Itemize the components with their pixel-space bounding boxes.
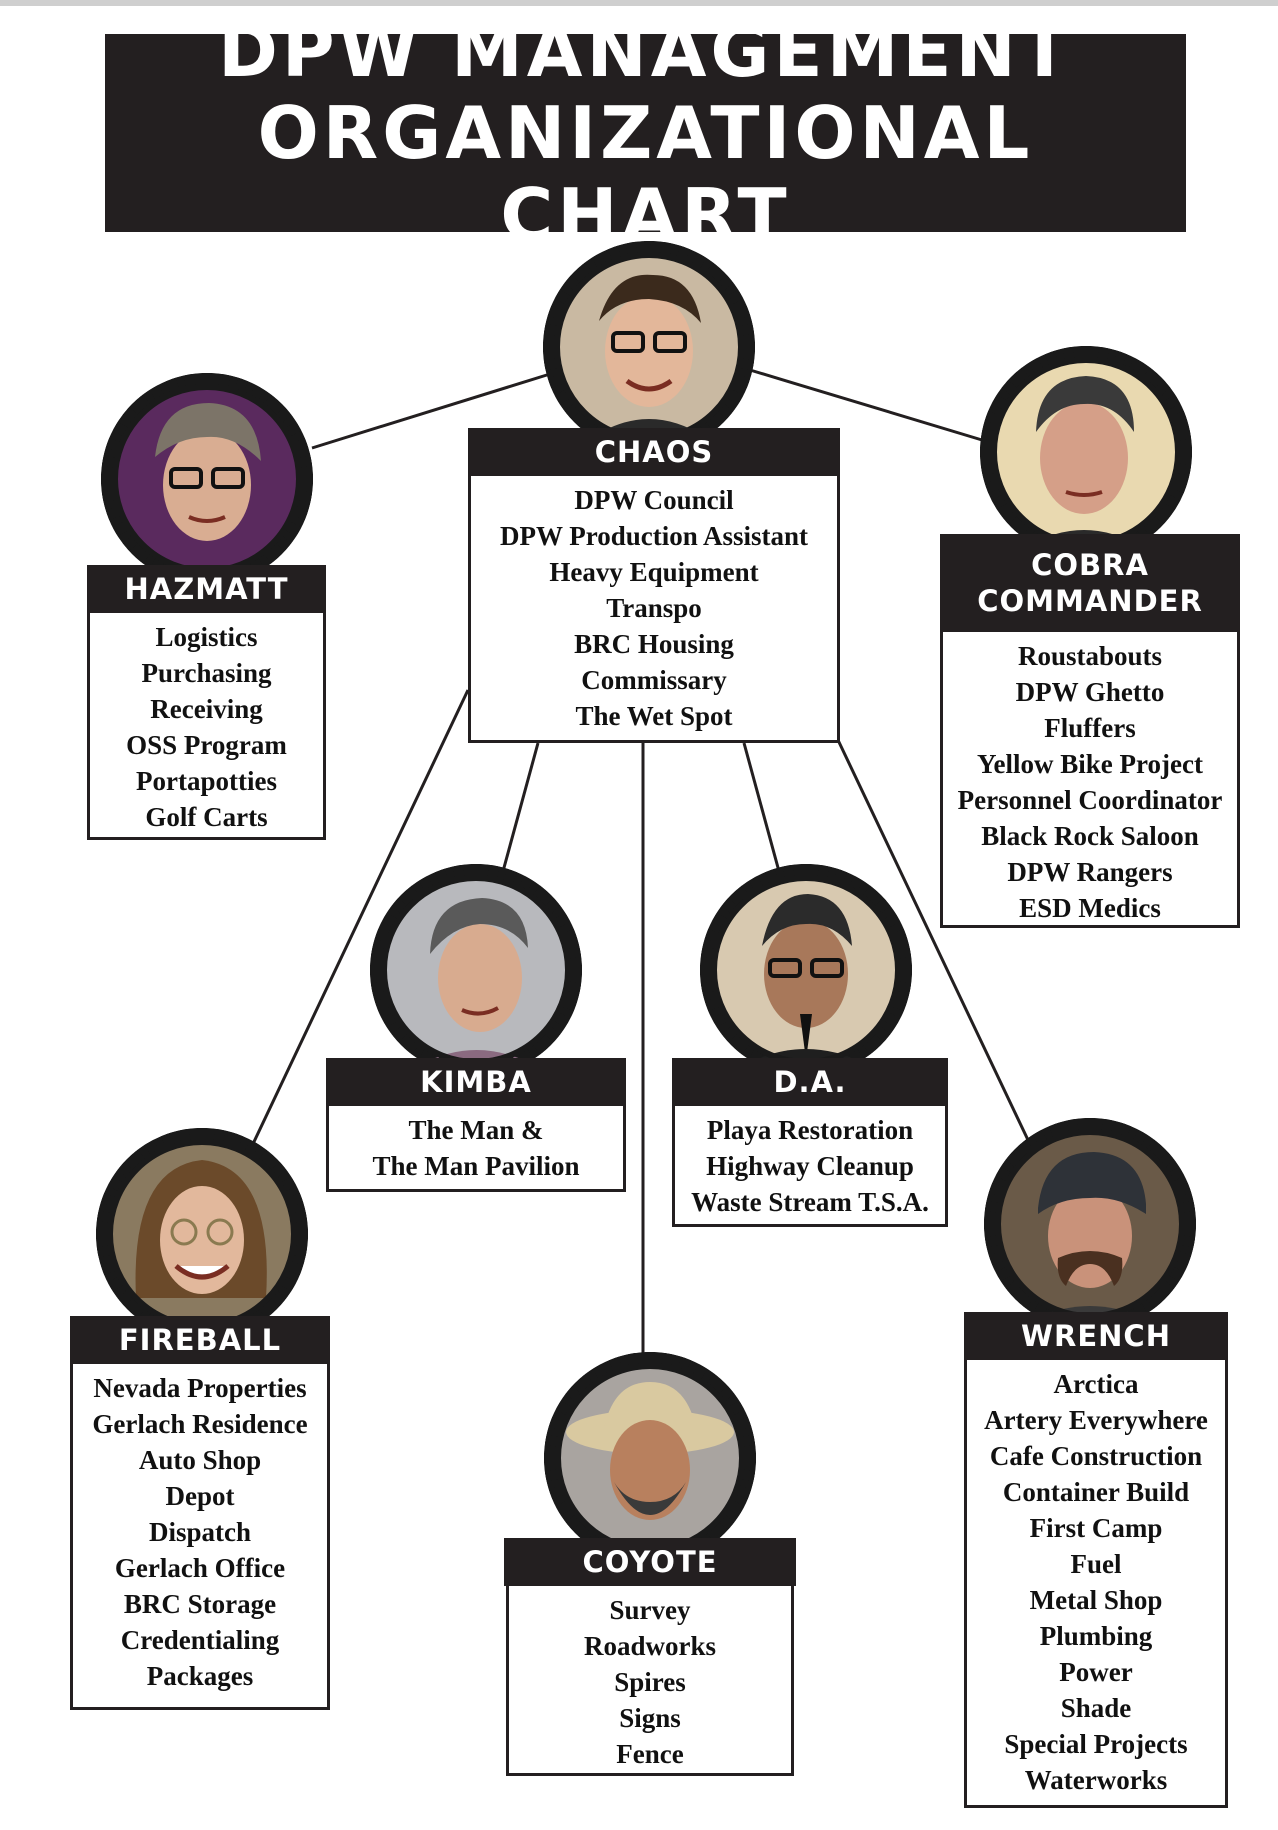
list-item: Waste Stream T.S.A. [691, 1187, 929, 1217]
list-item: Auto Shop [138, 1445, 262, 1475]
list-item: Gerlach Office [114, 1553, 286, 1583]
list-item: Power [1059, 1657, 1133, 1687]
top-edge [0, 0, 1278, 6]
list-item: Fence [616, 1739, 684, 1769]
list-item: Shade [1060, 1693, 1132, 1723]
list-item: Fuel [1070, 1549, 1122, 1579]
link-chaos-kimba [500, 742, 540, 876]
list-item: DPW Rangers [1007, 857, 1173, 887]
chaos-photo [543, 241, 755, 453]
list-item: Purchasing [141, 658, 272, 688]
hazmatt-photo [101, 373, 313, 585]
list-item: Personnel Coordinator [957, 785, 1223, 815]
list-item: Cafe Construction [989, 1441, 1203, 1471]
list-item: The Man & [408, 1115, 544, 1145]
list-item: Heavy Equipment [549, 557, 759, 587]
list-item: Highway Cleanup [706, 1151, 914, 1181]
fireball-name: FIREBALL [70, 1316, 330, 1364]
da-photo [700, 864, 912, 1076]
list-item: Credentialing [120, 1625, 280, 1655]
list-item: Artery Everywhere [984, 1405, 1208, 1435]
wrench-name: WRENCH [964, 1312, 1228, 1360]
list-item: Logistics [155, 622, 258, 652]
hazmatt-name: HAZMATT [87, 565, 326, 613]
list-item: Special Projects [1004, 1729, 1188, 1759]
link-chaos-fireball [250, 689, 470, 1147]
list-item: Signs [619, 1703, 681, 1733]
list-item: OSS Program [126, 730, 287, 760]
list-item: Yellow Bike Project [977, 749, 1203, 779]
list-item: First Camp [1029, 1513, 1163, 1543]
list-item: DPW Ghetto [1015, 677, 1165, 707]
kimba-name: KIMBA [326, 1058, 626, 1106]
coyote-name: COYOTE [504, 1538, 796, 1586]
fireball-responsibilities: Nevada Properties Gerlach Residence Auto… [70, 1364, 330, 1710]
coyote-responsibilities: Survey Roadworks Spires Signs Fence [506, 1586, 794, 1776]
link-chaos-cobra [749, 368, 983, 442]
cobra-commander-responsibilities: Roustabouts DPW Ghetto Fluffers Yellow B… [940, 632, 1240, 928]
wrench-responsibilities: Arctica Artery Everywhere Cafe Construct… [964, 1360, 1228, 1808]
list-item: Roustabouts [1017, 641, 1163, 671]
list-item: Portapotties [136, 766, 277, 796]
kimba-responsibilities: The Man & The Man Pavilion [326, 1106, 626, 1192]
list-item: Survey [609, 1595, 691, 1625]
list-item: Spires [614, 1667, 686, 1697]
list-item: Transpo [606, 593, 702, 623]
list-item: Black Rock Saloon [981, 821, 1199, 851]
da-responsibilities: Playa Restoration Highway Cleanup Waste … [672, 1106, 948, 1227]
list-item: BRC Housing [574, 629, 734, 659]
list-item: Playa Restoration [706, 1115, 914, 1145]
link-chaos-wrench [836, 739, 1030, 1141]
list-item: Waterworks [1024, 1765, 1168, 1795]
list-item: Arctica [1053, 1369, 1139, 1399]
list-item: BRC Storage [123, 1589, 277, 1619]
title-line-1: DPW MANAGEMENT [218, 9, 1073, 93]
list-item: The Wet Spot [575, 701, 733, 731]
list-item: Plumbing [1039, 1621, 1153, 1651]
list-item: Dispatch [148, 1517, 251, 1547]
cobra-commander-name: COBRA COMMANDER [940, 534, 1240, 632]
list-item: Golf Carts [145, 802, 268, 832]
da-name: D.A. [672, 1058, 948, 1106]
link-chaos-da [742, 742, 782, 876]
list-item: DPW Council [574, 485, 734, 515]
list-item: Nevada Properties [93, 1373, 307, 1403]
chaos-name: CHAOS [468, 428, 840, 476]
list-item: The Man Pavilion [372, 1151, 580, 1181]
list-item: Roadworks [583, 1631, 717, 1661]
chaos-responsibilities: DPW Council DPW Production Assistant Hea… [468, 476, 840, 743]
list-item: Receiving [150, 694, 263, 724]
list-item: Gerlach Residence [92, 1409, 308, 1439]
list-item: Fluffers [1044, 713, 1136, 743]
link-chaos-hazmatt [311, 372, 551, 450]
list-item: Commissary [581, 665, 727, 695]
list-item: Metal Shop [1029, 1585, 1163, 1615]
list-item: Depot [165, 1481, 235, 1511]
hazmatt-responsibilities: Logistics Purchasing Receiving OSS Progr… [87, 613, 326, 840]
cobra-commander-photo [980, 346, 1192, 558]
list-item: Packages [146, 1661, 254, 1691]
list-item: ESD Medics [1019, 893, 1161, 923]
coyote-photo [544, 1352, 756, 1564]
list-item: Container Build [1002, 1477, 1190, 1507]
list-item: DPW Production Assistant [499, 521, 809, 551]
wrench-photo [984, 1118, 1196, 1330]
fireball-photo [96, 1128, 308, 1340]
kimba-photo [370, 864, 582, 1076]
